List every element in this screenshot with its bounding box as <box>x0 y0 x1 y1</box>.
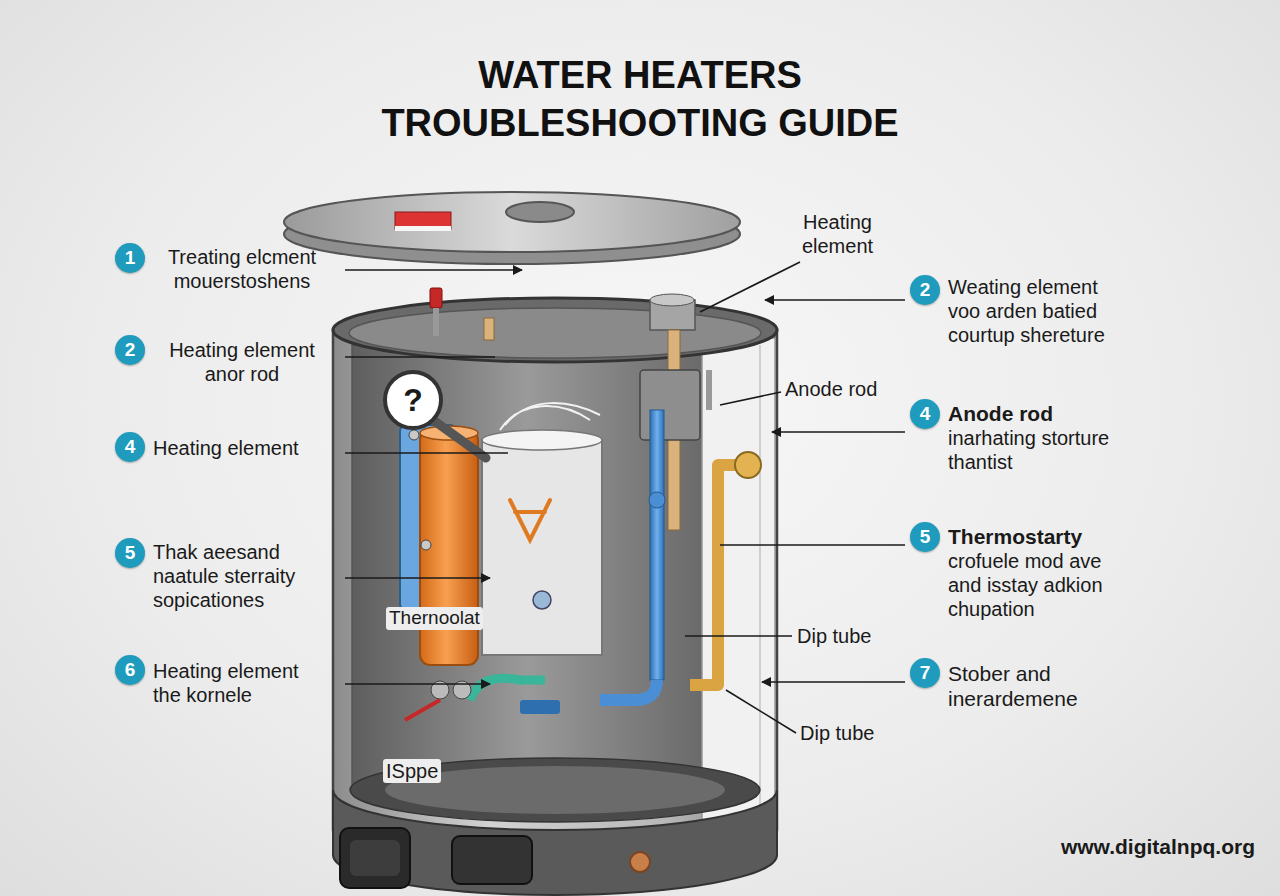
callout-text: Treating elcment mouerstoshens <box>152 245 332 293</box>
callout-number: 4 <box>910 399 940 429</box>
part-label: Thernoolat <box>386 607 483 630</box>
callout-number: 1 <box>115 243 145 273</box>
callout-number: 4 <box>115 432 145 462</box>
diagram-title: WATER HEATERS TROUBLESHOOTING GUIDE <box>340 52 940 147</box>
callout-text: Heating element <box>153 436 299 460</box>
callout-text: Heating element the kornele <box>153 659 328 707</box>
callout-number: 6 <box>115 655 145 685</box>
watermark: www.digitalnpq.org <box>1020 834 1255 859</box>
callout-number: 2 <box>115 335 145 365</box>
callout-text: Weating element voo arden batied courtup… <box>948 275 1126 347</box>
part-label: ISppe <box>383 759 441 783</box>
callout-number: 5 <box>115 538 145 568</box>
callout-heading: Thermostarty <box>948 524 1082 549</box>
callout-text: Thak aeesand naatule sterraity sopicatio… <box>153 540 328 612</box>
part-label: Dip tube <box>800 721 875 745</box>
callout-number: 7 <box>910 658 940 688</box>
callout-text: inarhating storture thantist <box>948 426 1138 474</box>
question-mark: ? <box>399 381 427 419</box>
callout-number: 2 <box>910 275 940 305</box>
callout-text: crofuele mod ave and isstay adkion chupa… <box>948 549 1133 621</box>
callout-number: 5 <box>910 522 940 552</box>
part-label: Anode rod <box>785 377 877 401</box>
callout-text: Heating element anor rod <box>152 338 332 386</box>
part-label: Dip tube <box>797 624 872 648</box>
callout-heading: Anode rod <box>948 401 1053 426</box>
callout-text: Stober and inerardemene <box>948 661 1128 711</box>
part-label: Heating element <box>790 210 885 258</box>
